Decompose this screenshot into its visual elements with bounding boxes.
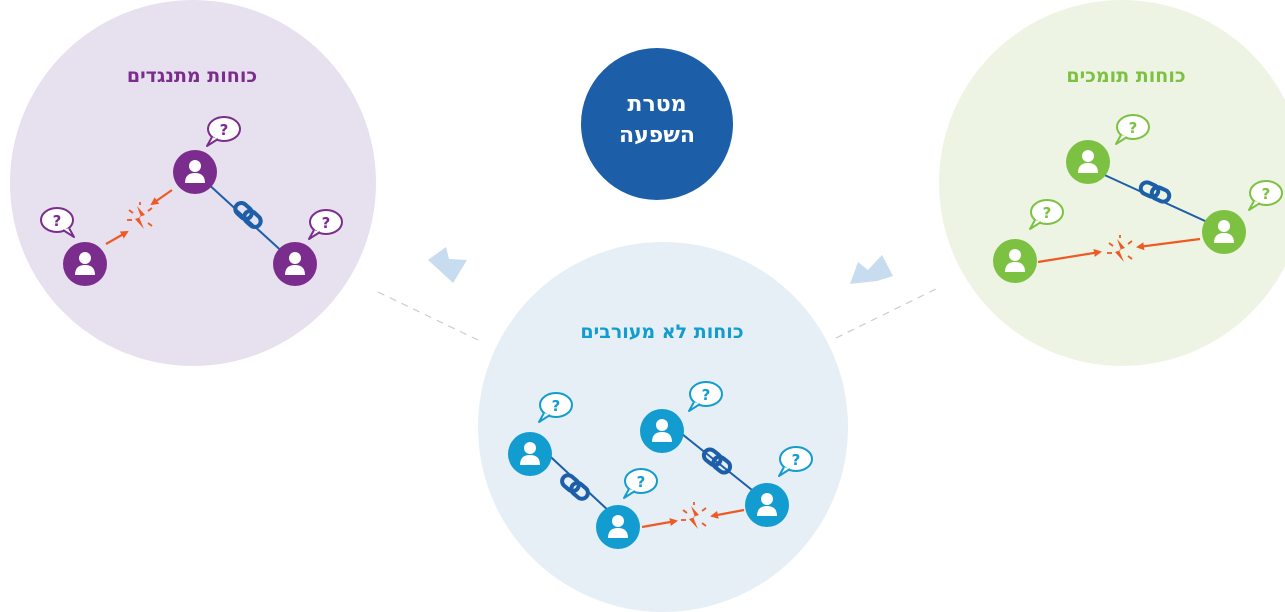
- supporting-person-right: [1202, 210, 1246, 254]
- opposing-label: כוחות מתנגדים: [127, 65, 257, 87]
- goal-line-1: מטרת: [627, 92, 686, 117]
- question-bubble-icon: ?: [688, 381, 723, 412]
- supporting-person-top: [1066, 140, 1110, 184]
- neutral-network: ? ? ? ?: [508, 381, 813, 549]
- neutral-person-3: [596, 505, 640, 549]
- question-bubble-icon: ?: [40, 207, 75, 238]
- svg-text:?: ?: [792, 451, 801, 469]
- svg-text:?: ?: [1262, 185, 1271, 203]
- supporting-network: ? ? ?: [993, 114, 1283, 283]
- svg-text:?: ?: [220, 121, 229, 139]
- opposing-person-right: [273, 242, 317, 286]
- svg-text:?: ?: [552, 397, 561, 415]
- dashed-connector-left: [377, 291, 479, 341]
- supporting-label: כוחות תומכים: [1066, 65, 1185, 87]
- question-bubble-icon: ?: [538, 392, 573, 423]
- neutral-person-1: [508, 432, 552, 476]
- question-bubble-icon: ?: [1248, 180, 1283, 211]
- supporting-person-left: [993, 239, 1037, 283]
- supporting-circle: [939, 0, 1285, 366]
- flow-arrow-right: [850, 255, 893, 284]
- question-bubble-icon: ?: [1029, 199, 1064, 230]
- question-bubble-icon: ?: [623, 468, 658, 499]
- svg-text:?: ?: [637, 473, 646, 491]
- opposing-person-top: [173, 150, 217, 194]
- neutral-person-2: [640, 409, 684, 453]
- question-bubble-icon: ?: [308, 209, 343, 240]
- goal-circle: [581, 48, 733, 200]
- question-bubble-icon: ?: [206, 116, 241, 147]
- svg-text:?: ?: [1129, 119, 1138, 137]
- svg-text:?: ?: [702, 386, 711, 404]
- neutral-person-4: [745, 483, 789, 527]
- svg-text:?: ?: [53, 212, 62, 230]
- dashed-connector-right: [835, 287, 939, 339]
- neutral-label: כוחות לא מעורבים: [580, 321, 743, 343]
- opposing-network: ? ? ?: [40, 116, 343, 286]
- svg-text:?: ?: [322, 214, 331, 232]
- opposing-person-left: [63, 242, 107, 286]
- goal-line-2: השפעה: [619, 123, 695, 148]
- question-bubble-icon: ?: [778, 446, 813, 477]
- flow-arrow-left: [428, 247, 467, 283]
- svg-text:?: ?: [1043, 204, 1052, 222]
- question-bubble-icon: ?: [1115, 114, 1150, 145]
